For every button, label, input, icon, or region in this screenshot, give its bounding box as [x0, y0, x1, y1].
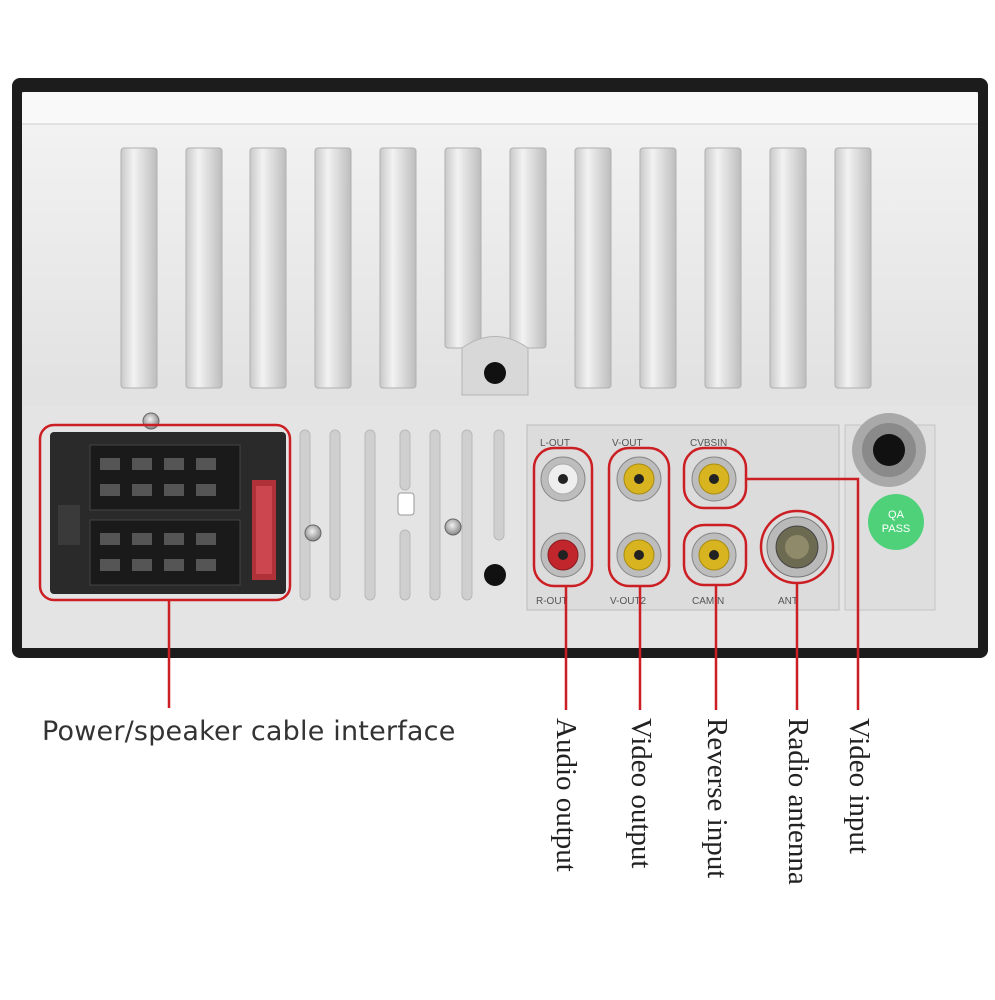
svg-text:QA: QA [888, 509, 905, 521]
antenna-socket [766, 516, 828, 578]
rca-jack-l-out [540, 456, 586, 502]
iso-power-connector [50, 432, 286, 594]
label-l-out: L-OUT [540, 438, 570, 449]
screw-icon [142, 412, 160, 430]
label-v-out: V-OUT [612, 438, 643, 449]
lower-vents [299, 429, 505, 601]
screw-icon [304, 524, 322, 542]
label-r-out: R-OUT [536, 596, 568, 607]
mount-hole-icon [484, 564, 506, 586]
callout-video-input: Video input [843, 718, 875, 854]
rca-panel [526, 424, 840, 611]
callout-reverse-input: Reverse input [701, 718, 733, 879]
cable-grommet [852, 413, 926, 487]
rca-jack-v-out [616, 456, 662, 502]
callout-leader-lines [167, 477, 860, 710]
rca-jack-cvbsin [691, 456, 737, 502]
label-ant: ANT [778, 596, 798, 607]
cooling-fins [120, 147, 872, 389]
svg-text:PASS: PASS [882, 523, 911, 535]
callout-radio-antenna: Radio antenna [782, 718, 814, 885]
screw-icon [444, 518, 462, 536]
callout-video-output: Video output [625, 718, 657, 869]
rca-jack-v-out2 [616, 532, 662, 578]
rca-jack-cam-in [691, 532, 737, 578]
mount-hole-icon [484, 362, 506, 384]
qa-pass-badge: QA PASS [868, 494, 924, 550]
label-cvbsin: CVBSIN [690, 438, 727, 449]
label-cam-in: CAMIN [692, 596, 724, 607]
rca-jack-r-out [540, 532, 586, 578]
callout-audio-output: Audio output [550, 718, 582, 872]
label-v-out2: V-OUT2 [610, 596, 647, 607]
callout-power-interface: Power/speaker cable interface [42, 716, 456, 747]
